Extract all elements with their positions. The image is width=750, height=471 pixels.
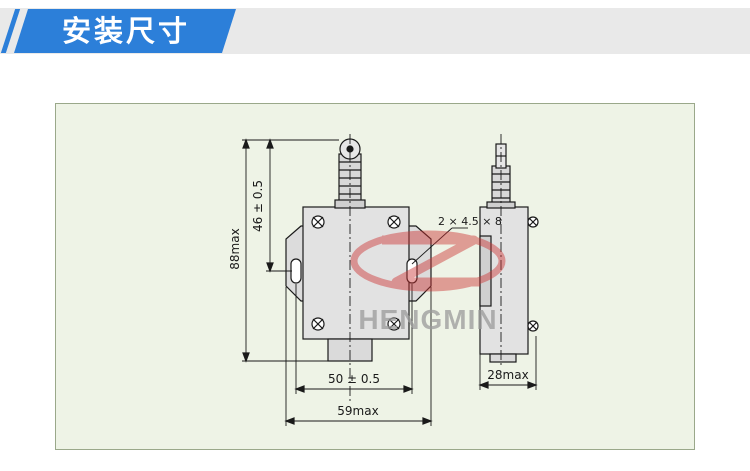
dim-actuator-height: 46 ± 0.5 — [251, 180, 265, 232]
slot-hole-left — [290, 258, 302, 284]
section-tab — [14, 9, 236, 53]
dim-overall-width: 59max — [337, 404, 378, 418]
dim-hole-spec: 2 × 4.5 × 8 — [438, 215, 502, 228]
hole-leader — [411, 227, 453, 265]
dim-overall-height: 88max — [228, 228, 242, 269]
slot-hole-right — [406, 258, 418, 284]
dim-hole-spacing: 50 ± 0.5 — [328, 372, 380, 386]
dim-overall-depth: 28max — [487, 368, 528, 382]
watermark-text: HENGMIN — [358, 304, 497, 335]
watermark-logo — [350, 230, 506, 292]
screw-top-right — [387, 215, 401, 229]
screw-bottom-right — [387, 317, 401, 331]
drawing-panel: HENGMIN 46 ± 0.5 88max 2 × 4.5 × 8 50 ± … — [55, 103, 695, 450]
screw-top-left — [311, 215, 325, 229]
side-screw-top — [527, 216, 539, 228]
section-title: 安装尺寸 — [62, 14, 191, 48]
side-boss — [489, 353, 517, 363]
side-screw-bottom — [527, 320, 539, 332]
screw-bottom-left — [311, 317, 325, 331]
dimension-drawing: HENGMIN 46 ± 0.5 88max 2 × 4.5 × 8 50 ± … — [228, 134, 539, 426]
side-flange — [479, 235, 492, 307]
